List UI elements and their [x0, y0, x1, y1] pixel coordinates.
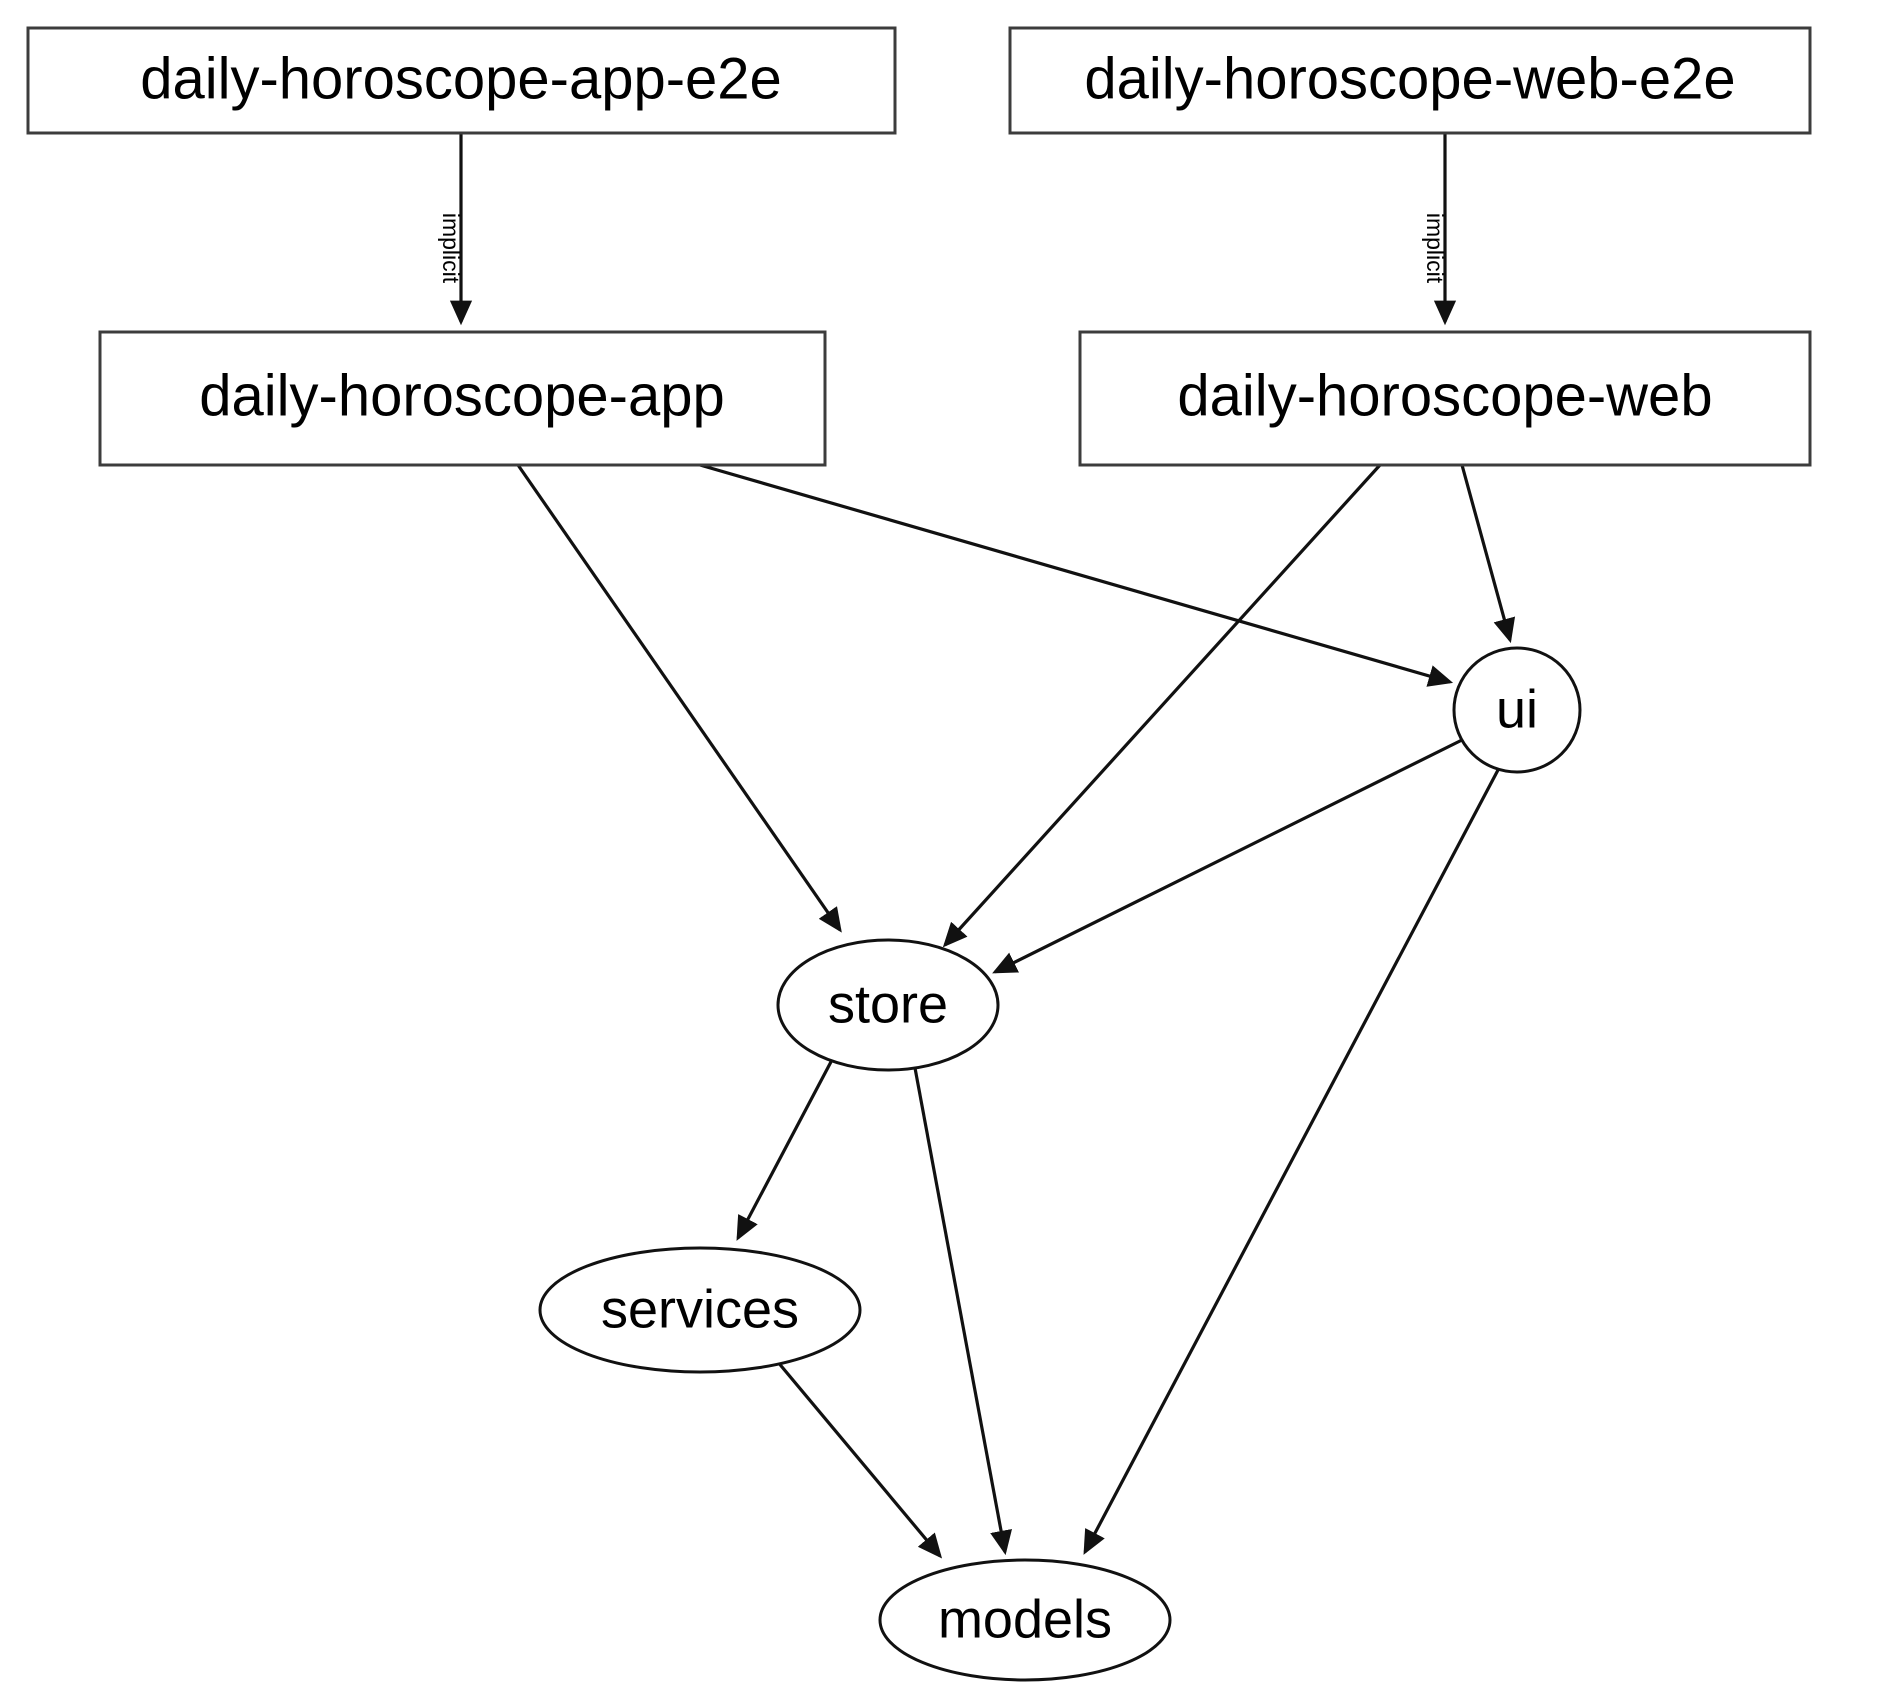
nodes-layer: daily-horoscope-app-e2e daily-horoscope-… [26, 26, 1812, 1682]
node-daily-horoscope-web[interactable]: daily-horoscope-web [1078, 330, 1812, 467]
node-daily-horoscope-app[interactable]: daily-horoscope-app [98, 330, 827, 467]
node-daily-horoscope-web-e2e[interactable]: daily-horoscope-web-e2e [1008, 26, 1812, 135]
edges-layer: implicit implicit [438, 133, 1516, 1559]
edge-app-to-ui [699, 463, 1454, 687]
edge-ui-to-store [992, 735, 1469, 974]
node-models[interactable]: models [878, 1558, 1172, 1682]
edge-web-to-ui [1460, 464, 1516, 644]
node-label-ui: ui [1496, 679, 1538, 739]
edge-ui-to-models [1083, 769, 1500, 1555]
edge-store-to-services [736, 1057, 835, 1241]
edge-web-e2e-to-web: implicit [1422, 133, 1457, 326]
edge-app-to-store [516, 464, 842, 933]
edge-store-to-models [913, 1067, 1013, 1556]
edge-services-to-models [770, 1353, 943, 1559]
node-label-models: models [938, 1589, 1112, 1649]
node-label-daily-horoscope-app: daily-horoscope-app [199, 363, 725, 428]
node-label-daily-horoscope-web: daily-horoscope-web [1177, 363, 1712, 428]
edge-web-to-store [942, 463, 1382, 948]
node-label-services: services [601, 1279, 799, 1339]
node-services[interactable]: services [538, 1246, 862, 1374]
edge-label-implicit-app: implicit [438, 213, 464, 284]
node-label-daily-horoscope-web-e2e: daily-horoscope-web-e2e [1084, 46, 1735, 111]
edge-label-implicit-web: implicit [1422, 213, 1448, 284]
node-label-store: store [828, 974, 948, 1034]
node-label-daily-horoscope-app-e2e: daily-horoscope-app-e2e [140, 46, 782, 111]
edge-app-e2e-to-app: implicit [438, 133, 473, 326]
node-ui[interactable]: ui [1452, 646, 1582, 774]
node-daily-horoscope-app-e2e[interactable]: daily-horoscope-app-e2e [26, 26, 897, 135]
node-store[interactable]: store [776, 938, 1000, 1072]
